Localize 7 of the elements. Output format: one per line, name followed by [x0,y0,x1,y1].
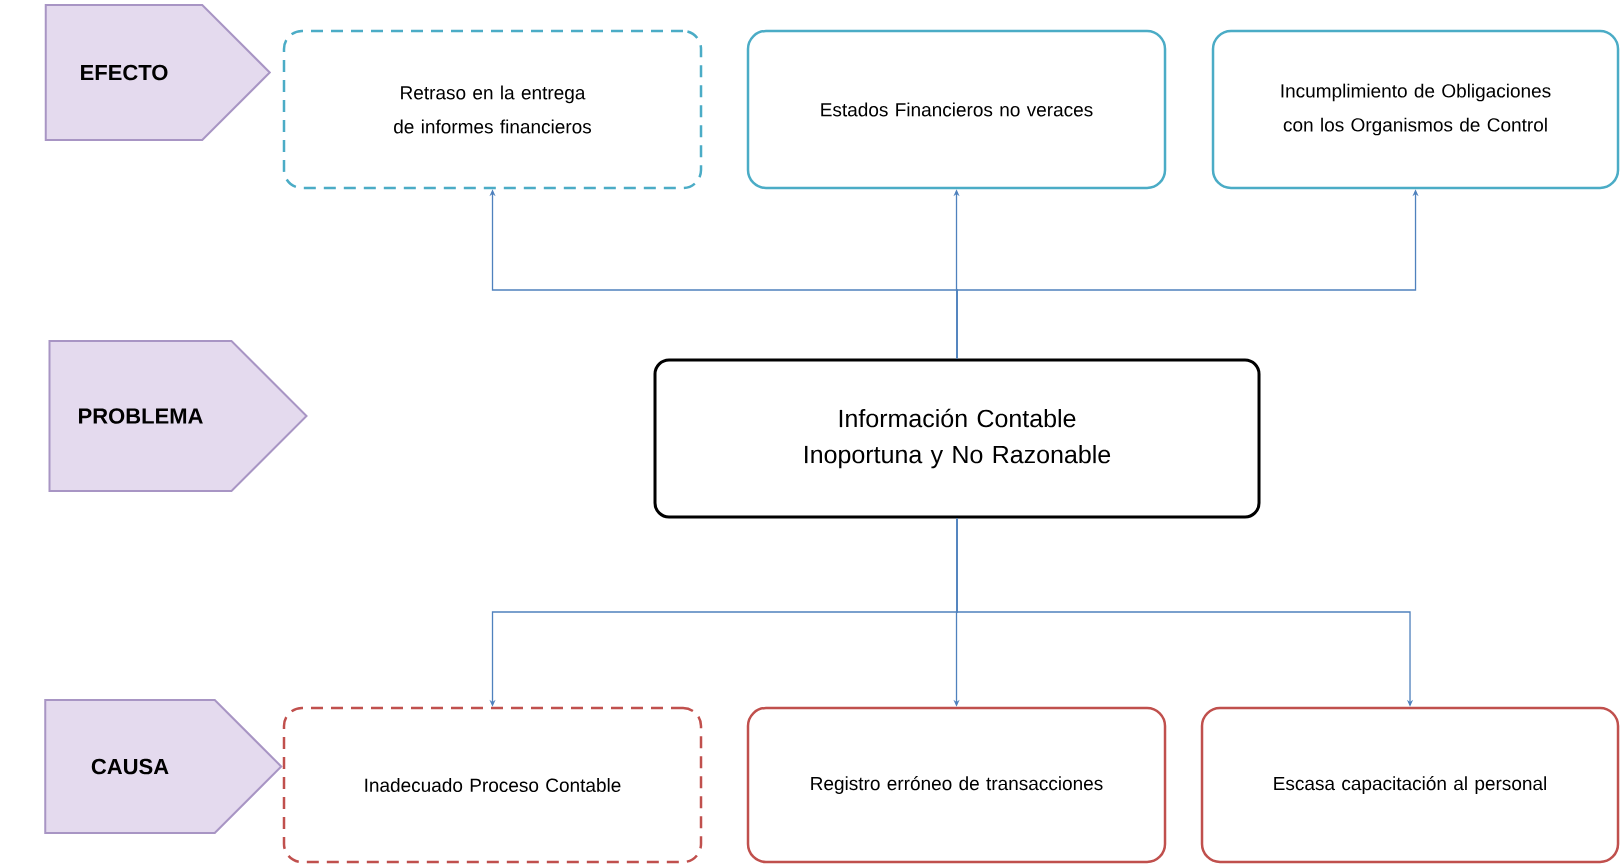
cause-box: Registro erróneo de transacciones [746,706,1167,864]
effect-box: Incumplimiento de Obligaciones con los Organismos de Control [1211,29,1620,190]
cause-box: Inadecuado Proceso Contable [282,706,703,864]
cause-box: Escasa capacitación al personal [1200,706,1620,864]
effect-box: Retraso en la entrega de informes financieros [282,29,703,190]
effect-box: Estados Financieros no veraces [746,29,1167,190]
problem-box: Información Contable Inoportuna y No Razonable [653,358,1261,519]
